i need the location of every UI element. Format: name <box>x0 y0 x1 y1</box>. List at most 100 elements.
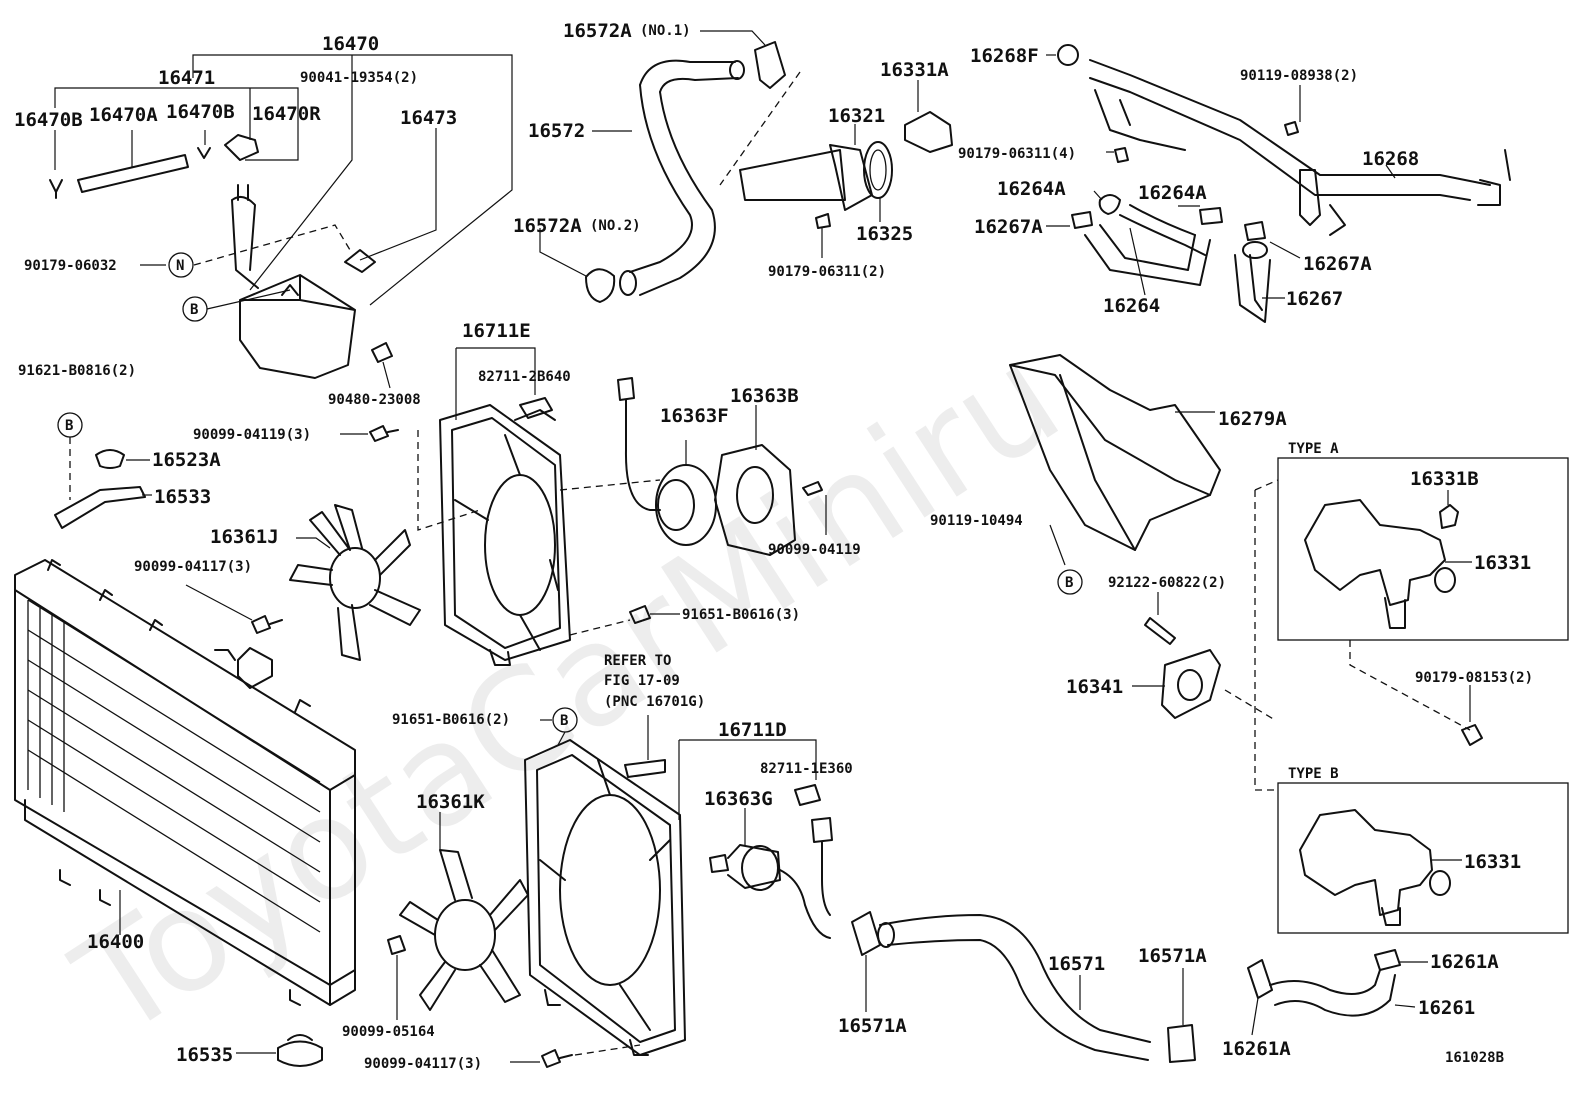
type-b-box <box>1277 782 1569 934</box>
hose-clip-b <box>197 147 211 159</box>
label-16331b: 16331B <box>1410 468 1479 490</box>
lower-hose-16571 <box>879 914 1151 1061</box>
label-16363f: 16363F <box>660 405 729 427</box>
label-16571a-b: 16571A <box>1138 945 1207 967</box>
label-90099-04117-3b: 90099-04117(3) <box>364 1056 482 1072</box>
motor-bracket-16363b <box>714 444 796 556</box>
label-16470b-a: 16470B <box>14 109 83 131</box>
label-16470a: 16470A <box>89 104 158 126</box>
label-16331-a: 16331 <box>1474 552 1531 574</box>
label-16535: 16535 <box>176 1044 233 1066</box>
fan-motor-16363g <box>709 844 781 889</box>
hose-clamp-b <box>1167 1024 1196 1063</box>
label-16361k: 16361K <box>416 791 485 813</box>
label-16571a-a: 16571A <box>838 1015 907 1037</box>
fan-blade-16361k <box>434 899 496 971</box>
hose-16261-group <box>1247 949 1428 1036</box>
label-16523a: 16523A <box>152 449 221 471</box>
insulator-group <box>1009 354 1279 791</box>
label-16470b-b: 16470B <box>166 101 235 123</box>
label-16361j: 16361J <box>210 526 279 548</box>
bypass-pipe-group <box>1046 44 1511 323</box>
upper-hose-group <box>539 30 801 303</box>
clamp-no1 <box>754 41 786 89</box>
label-16267a-b: 16267A <box>1303 253 1372 275</box>
heat-insulator-16279a <box>1009 354 1221 551</box>
label-16572a-no1: 16572A <box>563 20 632 42</box>
label-82711-1e360: 82711-1E360 <box>760 761 853 777</box>
clamp-no2 <box>585 268 616 303</box>
label-82711-2b640: 82711-2B640 <box>478 369 571 385</box>
gasket-16341 <box>1161 649 1221 719</box>
label-16264a-a: 16264A <box>997 178 1066 200</box>
label-16572a-no1-note: (NO.1) <box>640 23 691 39</box>
label-circle-b-4: B <box>560 713 568 729</box>
reservoir-bracket <box>344 249 376 273</box>
bracket-16533 <box>54 486 146 529</box>
fan-shroud-16711d <box>524 739 686 1056</box>
label-90480-23008: 90480-23008 <box>328 392 421 408</box>
label-16470: 16470 <box>322 33 379 55</box>
label-refer-line-3: (PNC 16701G) <box>604 694 705 710</box>
label-16264a-b: 16264A <box>1138 182 1207 204</box>
grommet <box>371 342 393 363</box>
label-16261: 16261 <box>1418 997 1475 1019</box>
plug-16331b <box>1439 504 1459 529</box>
radiator-cap-group <box>54 412 152 529</box>
label-16331-b: 16331 <box>1464 851 1521 873</box>
thermostat-16331a <box>904 111 953 153</box>
hose-clamp-a <box>851 911 881 956</box>
o-ring-16268f <box>1057 44 1079 66</box>
water-inlet-16331-b <box>1299 809 1433 916</box>
label-16267a-a: 16267A <box>974 216 1043 238</box>
type-a-box <box>1277 457 1569 746</box>
water-pipe-16268 <box>1089 59 1491 201</box>
label-16279a: 16279A <box>1218 408 1287 430</box>
label-91651-b0616-3: 91651-B0616(3) <box>682 607 800 623</box>
label-91651-b0616-2: 91651-B0616(2) <box>392 712 510 728</box>
label-91621-b0816: 91621-B0816(2) <box>18 363 136 379</box>
label-16341: 16341 <box>1066 676 1123 698</box>
label-16268: 16268 <box>1362 148 1419 170</box>
label-16470r: 16470R <box>252 103 321 125</box>
label-92122-60822: 92122-60822(2) <box>1108 575 1226 591</box>
label-16711e: 16711E <box>462 320 531 342</box>
label-90179-06032: 90179-06032 <box>24 258 117 274</box>
label-16325: 16325 <box>856 223 913 245</box>
fan-shroud-e-group <box>185 347 827 666</box>
label-circle-b-3: B <box>1065 575 1073 591</box>
hose-16261 <box>1269 969 1396 1017</box>
label-16572: 16572 <box>528 120 585 142</box>
lower-hose-group <box>851 911 1196 1063</box>
label-90041-19354: 90041-19354(2) <box>300 70 418 86</box>
label-16261a-b: 16261A <box>1222 1038 1291 1060</box>
label-16533: 16533 <box>154 486 211 508</box>
label-90179-08153: 90179-08153(2) <box>1415 670 1533 686</box>
label-16267: 16267 <box>1286 288 1343 310</box>
label-90099-05164: 90099-05164 <box>342 1024 435 1040</box>
label-16473: 16473 <box>400 107 457 129</box>
label-16571: 16571 <box>1048 953 1105 975</box>
reservoir-cap <box>224 134 259 161</box>
reservoir-neck <box>231 184 259 289</box>
label-circle-b-1: B <box>190 302 198 318</box>
gasket-16325 <box>863 141 893 199</box>
part-labels: 16470 16471 90041-19354(2) 16470B 16470A… <box>14 20 1533 1072</box>
label-16363b: 16363B <box>730 385 799 407</box>
label-16400: 16400 <box>87 931 144 953</box>
label-16331a: 16331A <box>880 59 949 81</box>
thermostat-group <box>739 80 953 258</box>
radiator-16400 <box>14 559 356 1006</box>
label-90099-04119: 90099-04119 <box>768 542 861 558</box>
fan-blade-16361j <box>329 547 381 609</box>
label-90099-04119-3: 90099-04119(3) <box>193 427 311 443</box>
radiator-mount-cushion <box>277 1034 323 1067</box>
upper-hose-16572 <box>639 59 739 93</box>
label-refer-line-2: FIG 17-09 <box>604 673 680 689</box>
fan-shroud-d-group <box>387 707 833 1068</box>
label-16264: 16264 <box>1103 295 1160 317</box>
reservoir-tank <box>239 274 356 379</box>
label-90119-10494: 90119-10494 <box>930 513 1023 529</box>
label-circle-n: N <box>176 258 184 274</box>
